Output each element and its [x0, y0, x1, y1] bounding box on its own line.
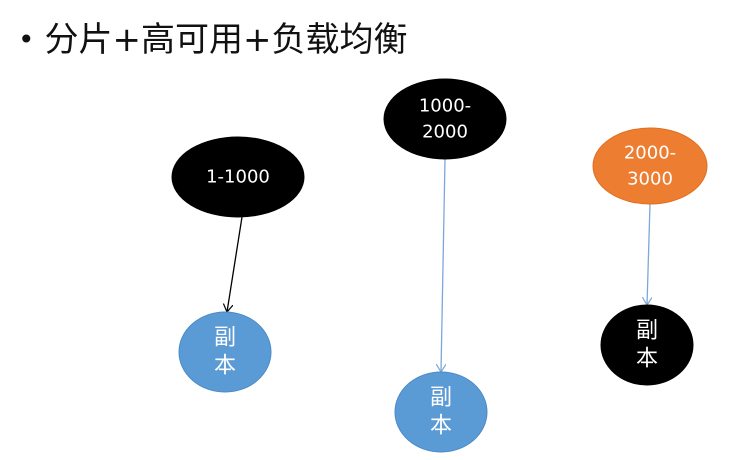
node-label-shard-2-1: 2000	[422, 122, 468, 143]
node-replica-1: 副本	[178, 311, 272, 393]
node-label-shard-3-1: 3000	[627, 169, 673, 190]
node-shard-2: 1000- 2000	[383, 78, 507, 160]
node-label-replica-3-1: 本	[636, 347, 658, 372]
node-label-replica-2-1: 本	[430, 414, 452, 439]
node-replica-2: 副本	[394, 371, 488, 453]
node-label-replica-1-1: 本	[214, 354, 236, 379]
node-shape-replica-2	[394, 371, 488, 453]
node-shape-shard-1	[171, 136, 305, 218]
edge-shard-3-to-replica-3	[647, 203, 650, 305]
node-label-replica-2-0: 副	[430, 386, 452, 411]
node-shard-1: 1-1000	[171, 136, 305, 218]
node-shard-3: 2000- 3000	[592, 127, 708, 205]
bullet-icon: •	[18, 23, 35, 56]
page-title: 分片+高可用+负载均衡	[44, 20, 408, 60]
node-shape-shard-2	[383, 78, 507, 160]
node-label-shard-3-0: 2000-	[624, 143, 676, 164]
node-shape-replica-3	[600, 304, 694, 386]
edge-shard-1-to-replica-1	[227, 216, 243, 312]
edge-shard-2-to-replica-2	[441, 158, 445, 372]
node-shape-shard-3	[592, 127, 708, 205]
node-label-shard-1-0: 1-1000	[206, 167, 270, 188]
node-label-shard-2-0: 1000-	[419, 96, 471, 117]
slide-title: • 分片+高可用+负载均衡	[18, 14, 408, 66]
node-replica-3: 副本	[600, 304, 694, 386]
node-shape-replica-1	[178, 311, 272, 393]
node-label-replica-3-0: 副	[636, 319, 658, 344]
node-label-replica-1-0: 副	[214, 326, 236, 351]
